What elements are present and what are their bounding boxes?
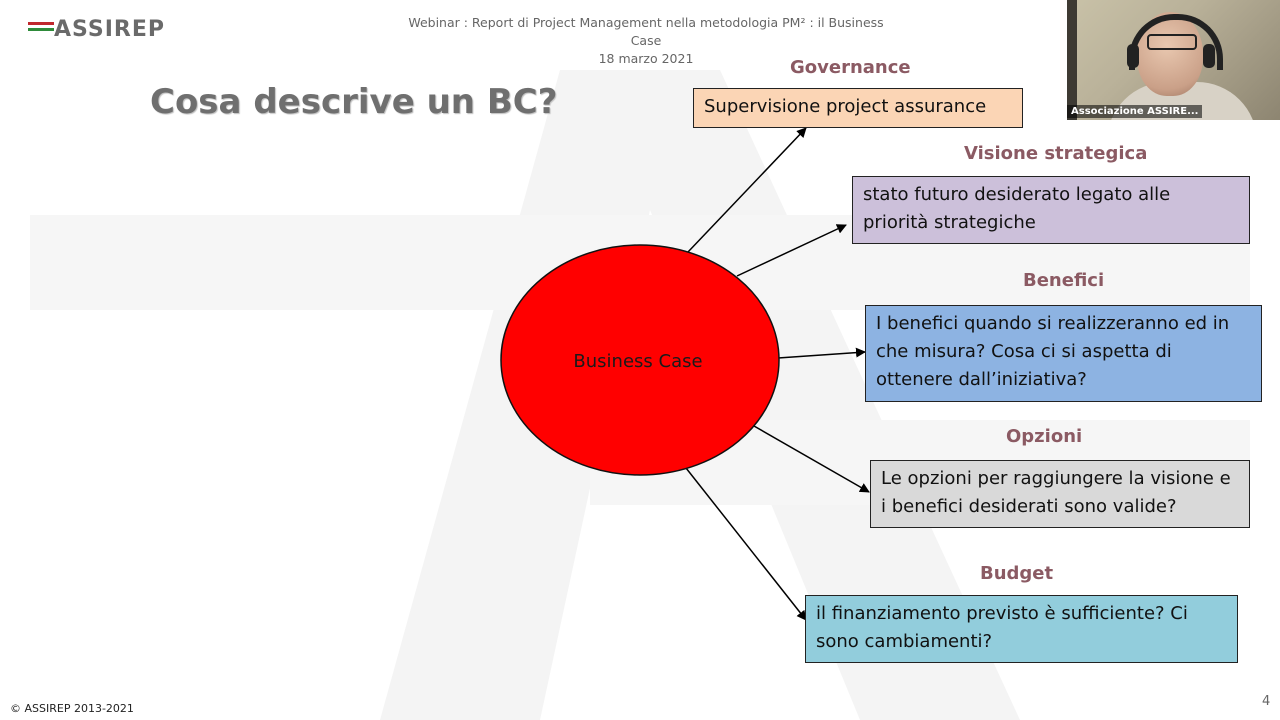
box-benefici: I benefici quando si realizzeranno ed in…: [865, 305, 1262, 402]
business-case-label: Business Case: [573, 351, 702, 372]
business-case-ellipse: [500, 244, 780, 476]
headset-earcup-left: [1127, 44, 1139, 68]
header-date: 18 marzo 2021: [598, 51, 694, 66]
webcam-person-glasses: [1147, 34, 1197, 50]
label-benefici: Benefici: [1023, 270, 1105, 291]
box-governance: Supervisione project assurance: [693, 88, 1023, 128]
slide-title: Cosa descrive un BC?: [150, 82, 558, 122]
arrow-opzioni: [753, 425, 870, 493]
box-opzioni: Le opzioni per raggiungere la visione e …: [870, 460, 1250, 528]
webcam-tile[interactable]: Associazione ASSIRE...: [1067, 0, 1280, 120]
arrow-visione-strategica: [736, 224, 847, 277]
headset-earcup-right: [1203, 44, 1215, 68]
arrow-benefici: [777, 347, 866, 359]
copyright-footer: © ASSIREP 2013-2021: [10, 702, 134, 715]
assirep-logo: ASSIREP: [28, 14, 165, 44]
box-budget: il finanziamento previsto è sufficiente?…: [805, 595, 1238, 663]
header-webinar-title: Webinar : Report di Project Management n…: [408, 15, 884, 48]
arrow-governance: [687, 127, 807, 253]
label-governance: Governance: [790, 57, 911, 78]
webcam-background-door: [1067, 0, 1077, 120]
label-visione-strategica: Visione strategica: [964, 143, 1148, 164]
box-visione-strategica: stato futuro desiderato legato alle prio…: [852, 176, 1250, 244]
logo-mark-icon: [28, 14, 54, 40]
participant-name-label: Associazione ASSIRE...: [1067, 105, 1203, 118]
label-opzioni: Opzioni: [1006, 426, 1083, 447]
logo-text: ASSIREP: [54, 17, 166, 42]
page-number: 4: [1262, 694, 1271, 709]
label-budget: Budget: [980, 563, 1054, 584]
slide-header: Webinar : Report di Project Management n…: [396, 14, 896, 68]
headset-icon: [1129, 14, 1223, 70]
arrow-budget: [685, 467, 807, 621]
